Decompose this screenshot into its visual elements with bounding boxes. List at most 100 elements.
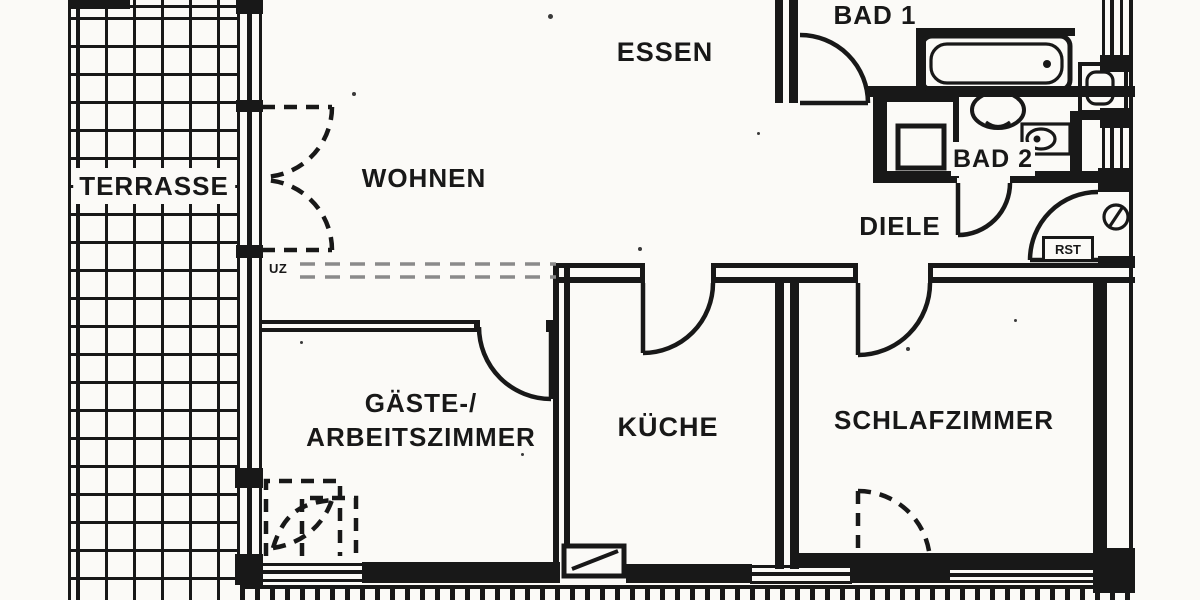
wall [262,320,480,324]
dashed-furniture-outline [299,495,359,556]
door-swing [642,282,716,356]
shaft-diagonal [571,549,619,571]
speck [906,347,910,351]
window-line [262,579,364,582]
terrace-door-swing [261,106,335,180]
window-wall-outer-line [237,0,240,585]
speck [548,14,553,19]
toilet-cistern [1020,122,1072,156]
window-glass-line [750,572,852,576]
bathtub-inner [929,42,1064,85]
room-label-bad1: BAD 1 [833,0,917,30]
wall [262,328,480,332]
wall [1098,256,1135,266]
wall [564,263,570,568]
dashed-furniture-outline [263,478,343,556]
window-glass-line [262,570,364,574]
window-line [948,580,1093,583]
door-swing [957,182,1013,238]
wall [555,263,645,268]
wall [790,283,799,569]
window-line [1120,128,1123,168]
window-line [1120,0,1123,55]
room-label-essen: ESSEN [616,37,714,67]
room-label-bad2: BAD 2 [950,142,1036,176]
wall-basin [1085,70,1115,106]
room-label-gaeste-arbeitszimmer: GÄSTE-/ ARBEITSZIMMER [306,388,536,452]
window-line [262,563,364,566]
dashed-furniture-arc [272,499,335,551]
speck [638,247,642,251]
terrace-door-swing [261,177,335,251]
wall-jamb [474,320,480,332]
shower-inner [895,123,947,171]
wall [626,564,752,583]
speck [1014,319,1017,322]
wall-basin-niche [1078,62,1128,114]
wall-mullion [236,245,263,258]
wall [711,263,858,268]
window-wall-inner-line [259,0,262,585]
room-label-diele: DIELE [859,211,941,241]
wall [798,553,1107,567]
wall [916,28,1075,36]
wall-jamb [711,263,716,283]
wall-mullion [236,0,263,14]
beam-annotation-uz: UZ [269,261,288,276]
wall-jamb [546,320,554,332]
door-swing [476,326,552,402]
terrace-tiles [68,0,240,600]
wall [553,263,559,568]
room-label-terrasse: TERRASSE [73,168,235,204]
speck [300,341,303,344]
bathtub-drain [1043,60,1051,68]
speck [757,132,760,135]
wall [775,283,784,569]
wall [1093,283,1107,553]
wall-jamb [853,263,858,283]
door-swing [799,32,871,104]
door-swing [857,282,933,358]
entry-door-swing [1027,189,1099,261]
wall-jamb [640,263,645,283]
wall [362,562,560,583]
wall-mullion [235,554,263,585]
wall [775,0,783,103]
toilet-bowl [1025,127,1057,151]
utility-box-rst: RST [1042,236,1094,262]
dashed-door-swing [857,488,933,564]
wall [1070,111,1082,183]
wall [711,277,858,283]
speck [521,453,524,456]
wall-jamb [928,263,933,283]
window-line [1102,0,1105,55]
wall [789,0,798,103]
window-line [1102,128,1105,168]
window-line [750,565,852,568]
room-label-wohnen: WOHNEN [361,163,487,193]
wall-mullion [236,100,263,112]
washbasin-bowl-line [985,120,1011,129]
wall-mullion [235,468,263,488]
window-line [750,581,852,584]
window-glass-line [1110,0,1114,55]
shower-tray [881,96,959,178]
toilet-detail [1033,135,1041,143]
meter-needle [1108,207,1124,227]
room-label-schlafzimmer: SCHLAFZIMMER [834,405,1054,435]
wall [928,263,1135,268]
wall [850,564,950,583]
window-glass-line [1110,128,1114,168]
wall-outer-line [1129,0,1133,590]
wall [928,277,1135,283]
wall [70,0,130,9]
window-line [948,567,1093,570]
window-glass-line [948,573,1093,577]
wall [555,277,645,283]
meter-symbol [1102,203,1130,231]
plinth-hatch [240,585,1134,600]
room-label-kueche: KÜCHE [617,412,719,442]
dashed-furniture-arc [270,497,333,549]
